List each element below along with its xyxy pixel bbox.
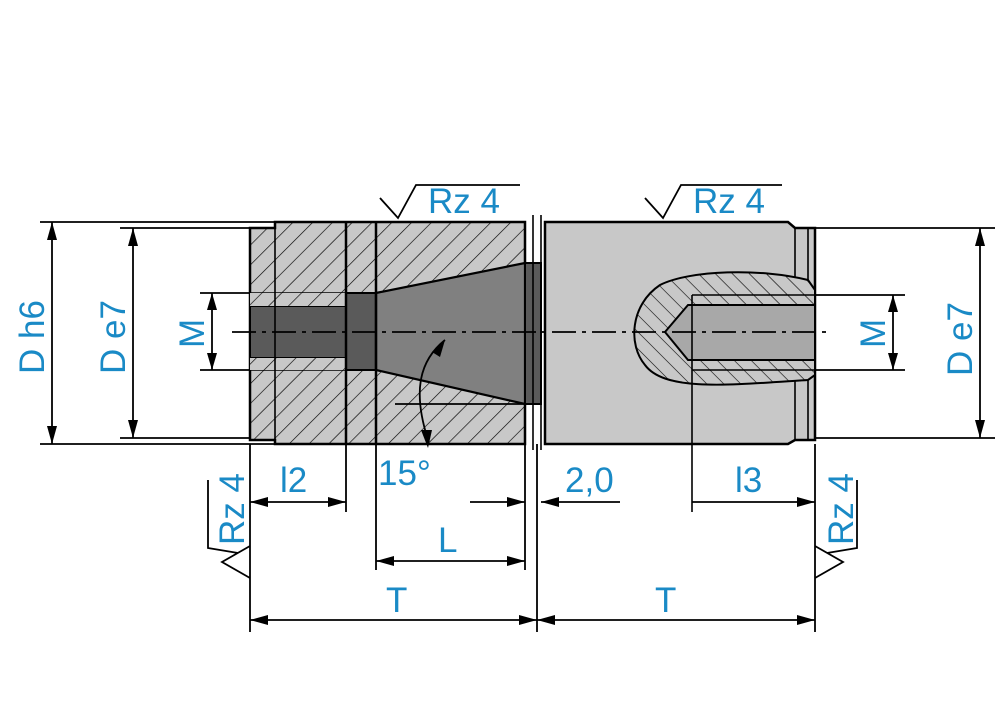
dimension-d-h6-label: D h6: [13, 300, 52, 374]
angle-15-label: 15°: [378, 454, 431, 493]
roughness-symbols: [207, 184, 858, 579]
dimension-d-e7-left-label: D e7: [94, 300, 133, 374]
dimension-L-label: L: [438, 521, 457, 560]
thread-m-left-label: M: [173, 319, 212, 348]
roughness-top-left-label: Rz 4: [428, 182, 500, 221]
right-part: [543, 220, 817, 512]
dimension-t-left-label: T: [386, 581, 407, 620]
roughness-top-right-label: Rz 4: [693, 182, 765, 221]
dimension-lines: [40, 221, 995, 632]
right-tapped-hole: [663, 304, 816, 361]
dimension-d-e7-right-label: D e7: [941, 302, 980, 376]
roughness-right-label: Rz 4: [822, 473, 861, 545]
thread-m-right-label: M: [854, 319, 893, 348]
dimension-l3-label: l3: [735, 461, 762, 500]
left-part-section: [248, 220, 527, 446]
dimension-t-right-label: T: [655, 581, 676, 620]
break-gap: [524, 215, 542, 450]
dimension-gap-label: 2,0: [565, 461, 614, 500]
roughness-left-label: Rz 4: [213, 473, 252, 545]
dimension-l2-label: l2: [280, 461, 307, 500]
